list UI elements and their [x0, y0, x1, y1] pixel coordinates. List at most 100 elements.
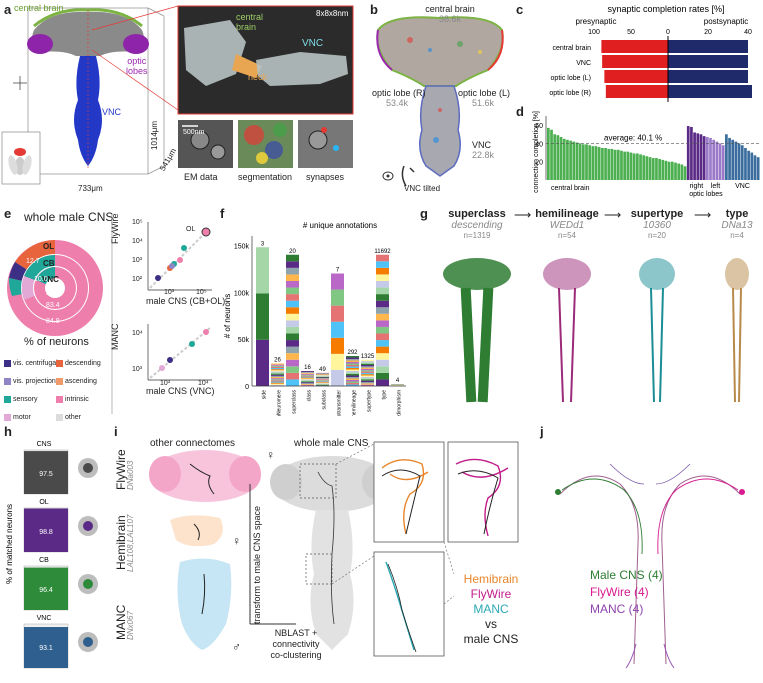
f-bar-segment	[376, 254, 389, 262]
f-bar-segment	[346, 384, 359, 386]
optic-lobe-right	[123, 34, 149, 54]
d-bar	[550, 129, 553, 180]
f-bar-segment	[361, 378, 374, 380]
f-bar-segment	[316, 378, 329, 380]
f-category-label: dimorphism	[397, 390, 403, 416]
g-level-n: n=54	[557, 231, 577, 240]
f-bar-segment	[361, 384, 374, 386]
f-ytick: 50k	[238, 337, 250, 344]
e-legend-swatch	[4, 413, 11, 421]
g-level-name: type	[725, 208, 749, 220]
f-bar-segment	[331, 305, 344, 322]
d-bar	[651, 158, 655, 180]
f-bar-segment	[331, 369, 344, 386]
em-central-brain: central brain	[236, 12, 264, 32]
i-other: other connectomes	[150, 438, 236, 449]
d-bar	[686, 126, 690, 180]
f-bar-segment	[376, 359, 389, 367]
f-bar-segment	[361, 375, 374, 377]
c-tick-right: 40	[744, 29, 752, 36]
f-ytick: 0	[245, 384, 249, 391]
j-flywire: FlyWire (4)	[590, 585, 649, 599]
f-category-label: side	[262, 390, 268, 399]
e-legend-swatch	[56, 413, 63, 421]
s1-tick-1: 10⁴	[132, 238, 143, 245]
h-brain-highlight	[83, 579, 93, 589]
c-category-label: optic lobe (R)	[549, 90, 591, 97]
chart-c: synaptic completion rates [%]presynaptic…	[549, 4, 752, 102]
f-bar-segment	[316, 376, 329, 377]
f-ytick: 150k	[234, 243, 250, 250]
d-bar	[756, 157, 760, 180]
arrow-right-icon: ⟶	[604, 208, 622, 222]
f-bar-segment	[346, 363, 359, 365]
f-category-label: neurotransmitter	[337, 390, 343, 416]
panel-e-letter: e	[4, 206, 12, 221]
d-bar	[620, 150, 623, 180]
d-bar	[636, 153, 639, 180]
e-legend-swatch	[56, 395, 63, 403]
f-bar-segment	[361, 365, 374, 367]
d-bar	[585, 144, 588, 180]
f-bar-segment	[346, 357, 359, 359]
g-level-value: 10360	[643, 220, 671, 231]
f-bar-segment	[271, 366, 284, 368]
h-value-label: 97.5	[39, 471, 53, 478]
d-ytick: 20	[535, 160, 543, 167]
d-bar	[747, 150, 750, 180]
e-legend-label: vis. projection	[13, 378, 56, 385]
f-bar-segment	[346, 360, 359, 362]
e-legend-item: descending	[56, 358, 108, 369]
f-bar-segment	[271, 380, 284, 382]
f-bar-segment	[376, 274, 389, 281]
d-bar	[715, 141, 719, 180]
f-bar-segment	[376, 281, 389, 288]
f-bar-segment	[361, 361, 374, 363]
d-bar	[664, 160, 668, 180]
f-bar-segment	[286, 267, 299, 275]
f-bar-segment	[361, 383, 374, 385]
f-category-label: superclass	[292, 390, 298, 414]
f-bar-segment	[316, 374, 329, 375]
e-legend-item: sensory	[4, 394, 56, 405]
f-bar-segment	[286, 307, 299, 314]
f-bar-segment	[271, 370, 284, 372]
f-bar-segment	[346, 375, 359, 377]
d-bar	[601, 148, 604, 180]
g-neuron-tract	[460, 287, 494, 403]
d-bar	[613, 149, 617, 180]
g-neuron-tract	[732, 287, 742, 403]
f-bar-segment	[301, 383, 314, 385]
f-bar-segment	[316, 375, 329, 377]
e-legend-item: other	[56, 412, 108, 423]
f-category-label: subclass	[322, 390, 328, 410]
j-male: Male CNS (4)	[590, 568, 663, 582]
f-bar-segment	[301, 372, 314, 374]
f-bar-segment	[301, 371, 314, 373]
f-bar-segment	[346, 369, 359, 371]
g-level-name: hemilineage	[535, 208, 599, 220]
h-value-label: 96.4	[39, 587, 53, 594]
f-bar-segment	[286, 326, 299, 334]
i-manc-id: DNx067	[126, 611, 135, 640]
d-bar	[680, 164, 684, 180]
d-bar	[750, 152, 754, 180]
f-bar-segment	[376, 372, 389, 380]
g-level-value: descending	[451, 220, 503, 231]
label-vnc: VNC	[102, 107, 122, 117]
d-bar	[566, 139, 569, 180]
h-bar	[24, 508, 68, 552]
e-legend-label: other	[65, 414, 81, 421]
f-bar-segment	[271, 383, 284, 385]
panel-b-letter: b	[370, 2, 378, 17]
label-central-brain: central brain	[14, 3, 64, 13]
f-bar-segment	[346, 359, 359, 361]
c-tick-left: 100	[588, 29, 600, 36]
f-bar-segment	[301, 384, 314, 386]
f-bar-segment	[316, 377, 329, 379]
d-bar	[674, 162, 677, 180]
f-bar-segment	[376, 300, 389, 308]
